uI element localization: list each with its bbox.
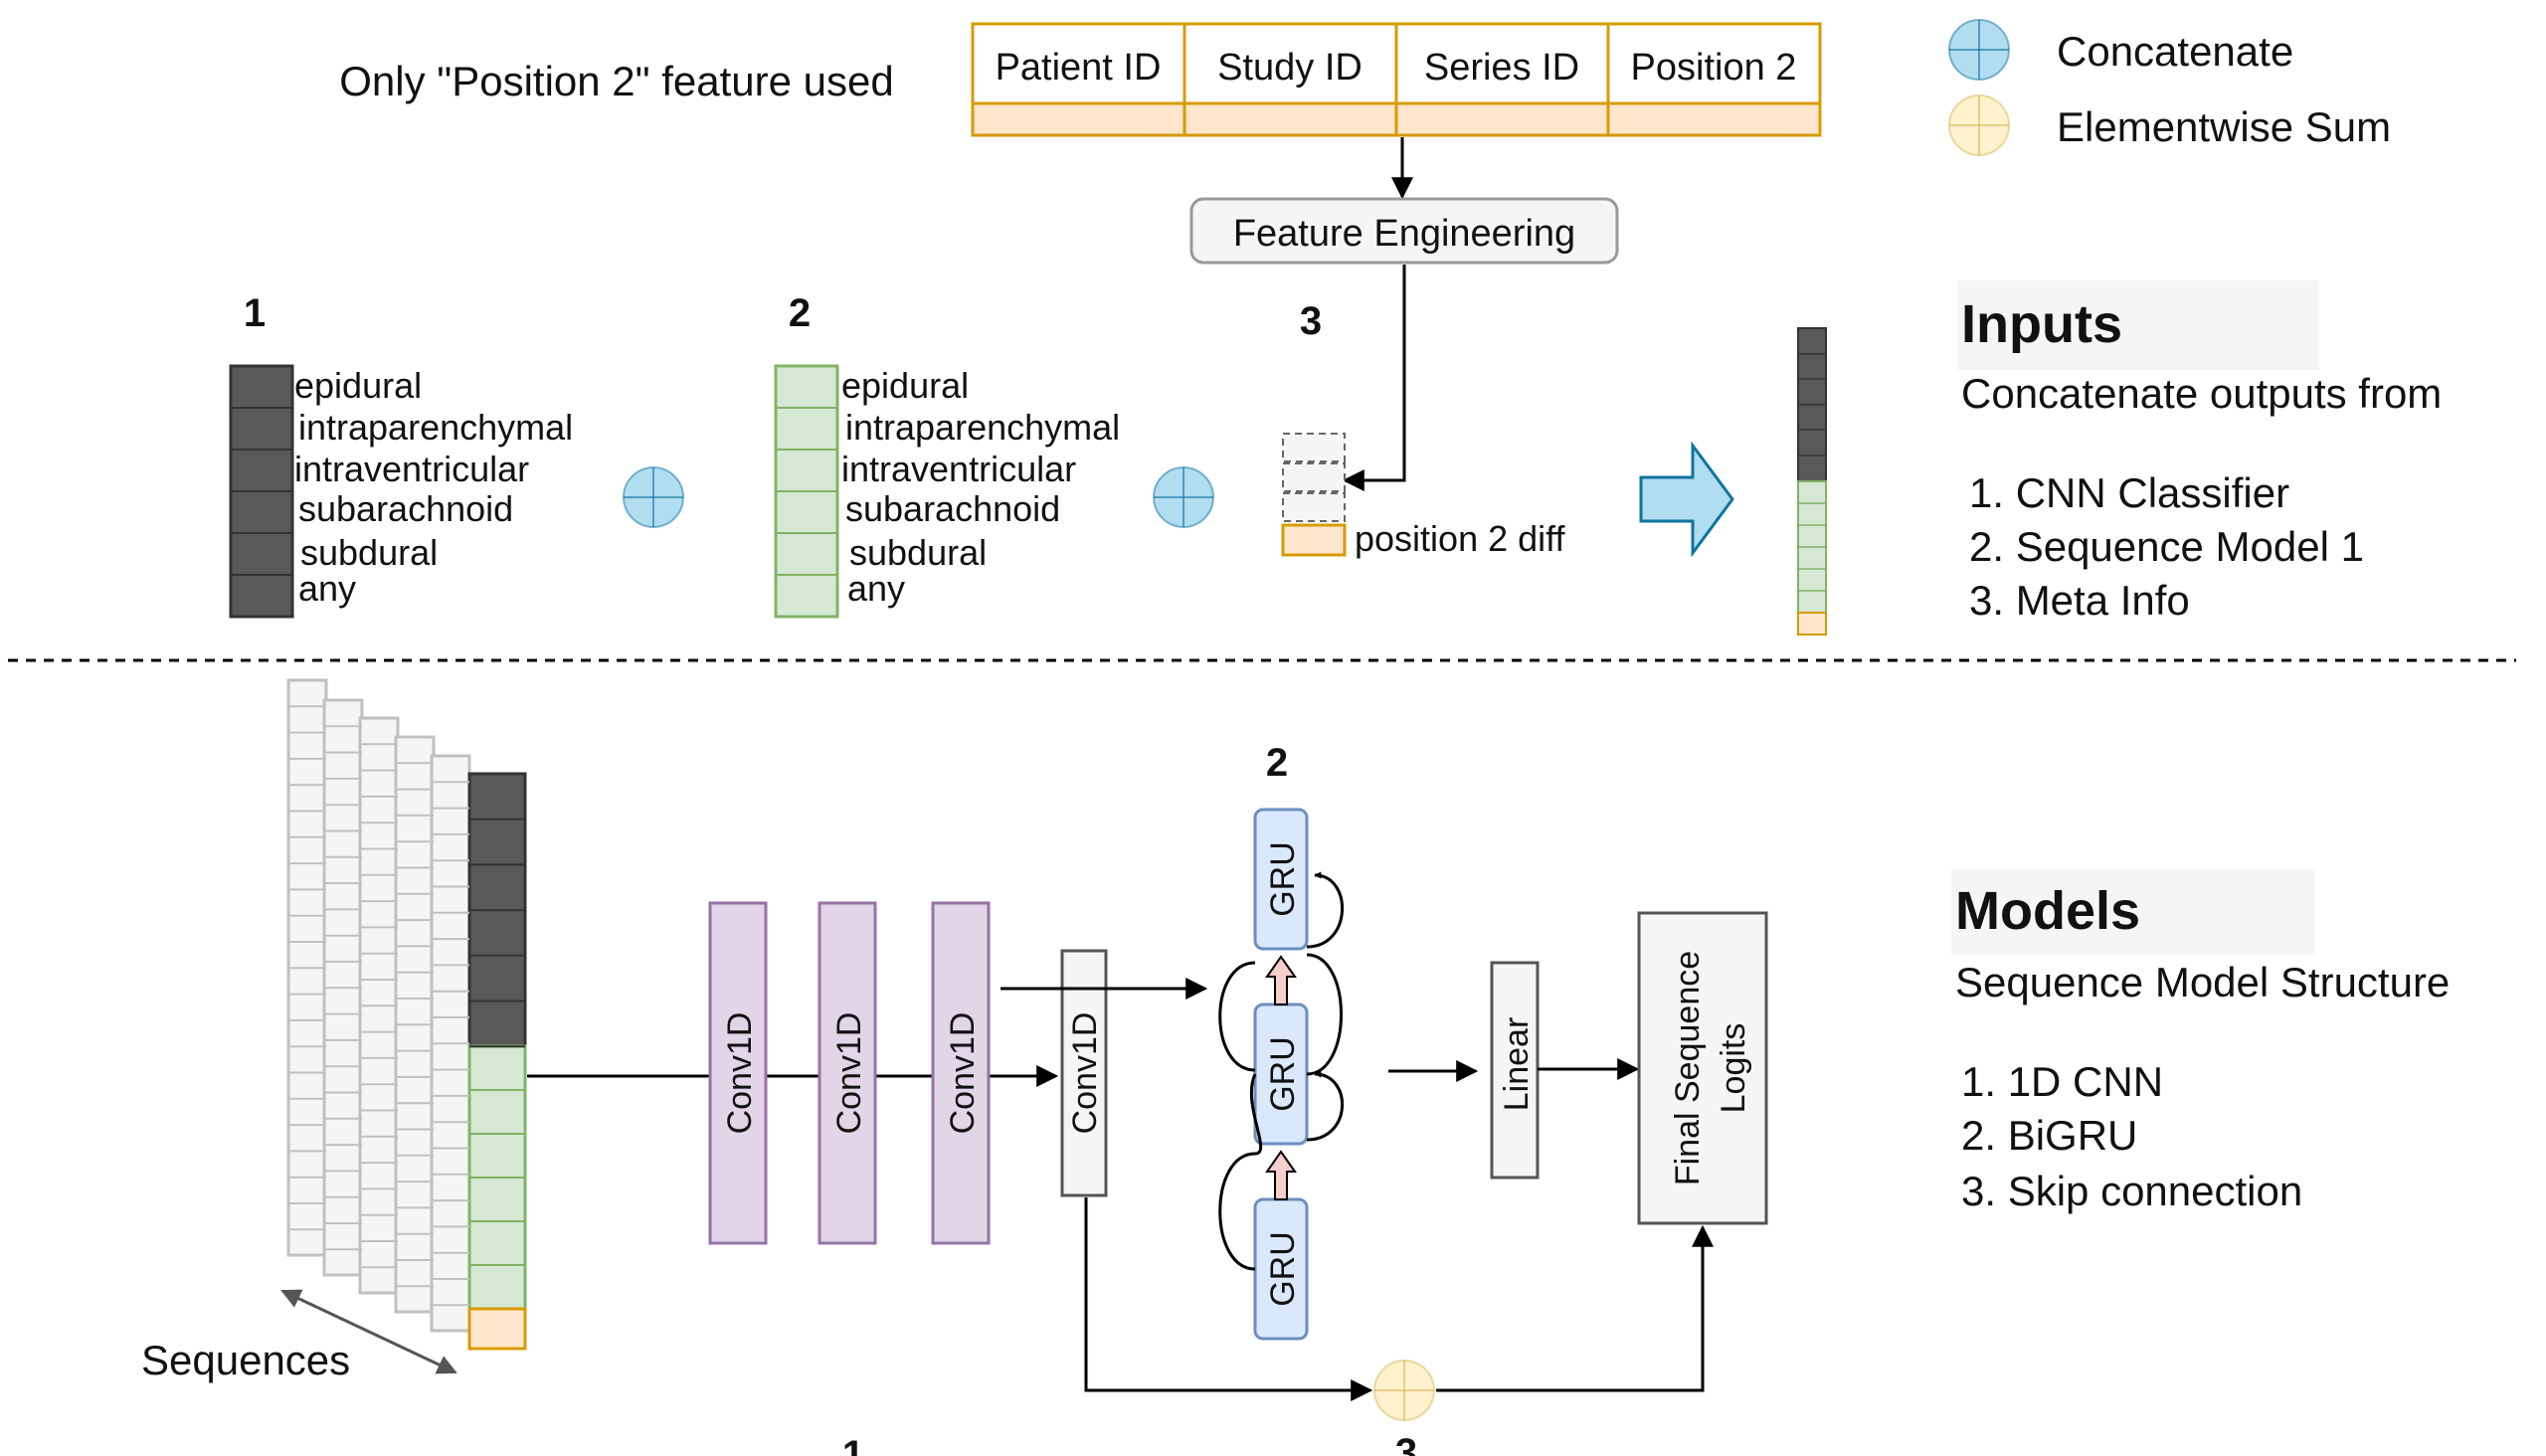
models-subtitle: Sequence Model Structure <box>1955 959 2450 1005</box>
meta-info-vector <box>1281 433 1347 557</box>
conv1d-block: Conv1D <box>818 901 877 1245</box>
gru-block: GRU <box>1253 808 1309 951</box>
conv1d-block: Conv1D <box>708 901 768 1245</box>
gru-label: GRU <box>1264 1036 1302 1112</box>
fe-to-meta-arrow <box>1342 265 1406 491</box>
elementwise-sum-icon <box>1948 94 2010 156</box>
sequence-model-1-vector <box>774 364 839 619</box>
class-label: subarachnoid <box>845 488 1060 529</box>
col-series-id: Series ID <box>1424 47 1579 89</box>
input-2-number: 2 <box>789 291 811 335</box>
class-label: intraparenchymal <box>298 407 573 448</box>
cnn-classifier-vector <box>229 364 294 619</box>
class-label: any <box>847 568 905 609</box>
inputs-item: 2. Sequence Model 1 <box>1969 523 2364 570</box>
class-label: any <box>298 568 356 609</box>
gru-block: GRU <box>1253 1197 1309 1341</box>
gru-loop <box>1306 1070 1345 1142</box>
feature-engineering-box: Feature Engineering <box>1189 197 1619 265</box>
model-2-number: 2 <box>1266 741 1288 785</box>
models-title: Models <box>1955 881 2140 941</box>
linear-block: Linear <box>1490 961 1540 1180</box>
models-item: 2. BiGRU <box>1961 1112 2137 1159</box>
gru-block: GRU <box>1253 1002 1309 1146</box>
class-label: subdural <box>300 532 438 573</box>
models-item: 3. Skip connection <box>1961 1168 2302 1214</box>
class-label: subarachnoid <box>298 488 513 529</box>
final-logits-label-1: Final Sequence <box>1669 951 1707 1185</box>
legend: Concatenate Elementwise Sum <box>1948 19 2391 156</box>
final-logits-label-2: Logits <box>1715 1023 1752 1114</box>
inputs-panel: Inputs Concatenate outputs from 1. CNN C… <box>1957 280 2442 624</box>
legend-concatenate: Concatenate <box>2057 28 2293 75</box>
inputs-title: Inputs <box>1961 294 2122 354</box>
input-1-number: 1 <box>244 291 266 335</box>
inputs-item: 3. Meta Info <box>1969 577 2190 624</box>
gru-loop <box>1306 953 1343 1076</box>
conv1d-label: Conv1D <box>830 1012 868 1135</box>
class-label: epidural <box>294 365 422 406</box>
legend-elementwise-sum: Elementwise Sum <box>2057 103 2391 150</box>
gru-loop <box>1218 1073 1263 1271</box>
meta-info-label: position 2 diff <box>1355 518 1565 559</box>
gru-label: GRU <box>1264 841 1302 917</box>
gru-up-arrow <box>1265 955 1297 1005</box>
conv1d-label: Conv1D <box>944 1012 982 1135</box>
feature-engineering-label: Feature Engineering <box>1233 213 1575 255</box>
green-vector-rows <box>469 1089 525 1266</box>
input-3-number: 3 <box>1300 299 1322 343</box>
meta-feature-table: Patient ID Study ID Series ID Position 2 <box>971 22 1822 137</box>
class-label: subdural <box>849 532 987 573</box>
linear-label: Linear <box>1498 1017 1536 1112</box>
dark-vector-rows <box>469 818 525 1048</box>
skip-connection-line <box>1084 1197 1373 1401</box>
models-item: 1. 1D CNN <box>1961 1058 2163 1105</box>
sequence-class-labels: epidural intraparenchymal intraventricul… <box>841 365 1120 609</box>
class-label: intraparenchymal <box>845 407 1120 448</box>
combined-input-vector <box>1797 327 1827 636</box>
sequence-row-lines <box>288 705 469 1307</box>
concatenate-icon <box>1153 466 1214 528</box>
class-label: intraventricular <box>841 449 1076 489</box>
inputs-item: 1. CNN Classifier <box>1969 469 2289 516</box>
class-label: epidural <box>841 365 969 406</box>
conv1d-label: Conv1D <box>721 1012 759 1135</box>
sequence-stack <box>286 678 527 1351</box>
combine-arrow-icon <box>1639 441 1734 558</box>
col-position-2: Position 2 <box>1631 47 1797 89</box>
conv1d-block: Conv1D <box>1060 949 1108 1197</box>
position-note: Only "Position 2" feature used <box>339 58 893 104</box>
gru-loop <box>1218 961 1256 1072</box>
sequences-axis-arrow <box>280 1289 457 1374</box>
sequences-label: Sequences <box>141 1337 350 1383</box>
concatenate-icon <box>1948 19 2010 81</box>
model-3-number: 3 <box>1395 1431 1417 1456</box>
gru-loop <box>1306 871 1345 949</box>
final-logits-block: Final Sequence Logits <box>1637 911 1768 1225</box>
sum-to-final-arrow <box>1436 1224 1714 1392</box>
elementwise-sum-icon <box>1373 1360 1435 1421</box>
gru-up-arrow <box>1265 1150 1297 1200</box>
conv1d-block: Conv1D <box>931 901 991 1245</box>
conv1d-label: Conv1D <box>1066 1012 1104 1135</box>
col-study-id: Study ID <box>1217 47 1363 89</box>
col-patient-id: Patient ID <box>996 47 1162 89</box>
concatenate-icon <box>623 466 684 528</box>
inputs-subtitle: Concatenate outputs from <box>1961 370 2442 417</box>
class-label: intraventricular <box>294 449 529 489</box>
gru-label: GRU <box>1264 1231 1302 1307</box>
models-panel: Models Sequence Model Structure 1. 1D CN… <box>1951 869 2450 1214</box>
model-1-number: 1 <box>842 1433 864 1456</box>
cnn-class-labels: epidural intraparenchymal intraventricul… <box>294 365 573 609</box>
